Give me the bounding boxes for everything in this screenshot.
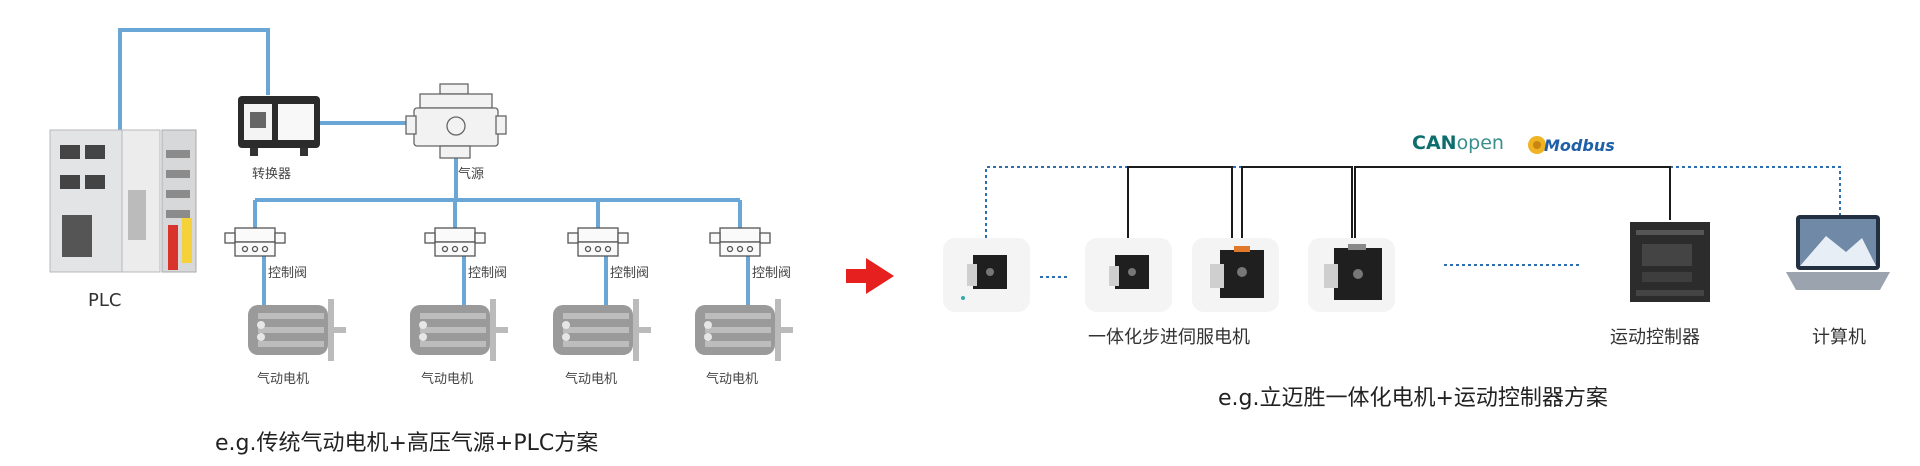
valve-label-3: 控制阀 [610,266,650,281]
modbus-logo-icon [1528,136,1546,154]
valve-label-1: 控制阀 [268,266,308,281]
computer-label: 计算机 [1812,327,1866,348]
modbus-logo-text: Modbus [1544,136,1615,155]
converter-label: 转换器 [252,167,292,182]
canopen-logo: CANopen [1412,132,1504,154]
motor-label-3: 气动电机 [565,372,618,387]
plc-icon [49,129,197,273]
right-solid-bus-lines [1127,166,1671,240]
motion-controller-icon [1630,222,1710,302]
air-source-label: 气源 [458,167,485,182]
valve-label-4: 控制阀 [752,266,792,281]
left-caption: e.g.传统气动电机+高压气源+PLC方案 [215,431,599,456]
plc-label: PLC [88,290,122,311]
transition-arrow-icon [846,258,894,294]
control-valve-icons [224,227,771,257]
motor-label-1: 气动电机 [257,372,310,387]
canopen-light-text: open [1456,132,1504,154]
motor-label-4: 气动电机 [706,372,759,387]
right-caption: e.g.立迈胜一体化电机+运动控制器方案 [1218,386,1608,411]
stepper-motor-label: 一体化步进伺服电机 [1088,327,1250,348]
left-connection-lines [118,28,750,318]
laptop-icon [1786,215,1890,290]
motion-controller-label: 运动控制器 [1610,327,1700,348]
pneumatic-motor-icons [248,299,793,361]
converter-icon [238,96,320,156]
canopen-bold-text: CAN [1412,132,1457,154]
motor-label-2: 气动电机 [421,372,474,387]
valve-label-2: 控制阀 [468,266,508,281]
air-source-icon [405,83,507,159]
integrated-stepper-motor-icons [943,238,1395,312]
